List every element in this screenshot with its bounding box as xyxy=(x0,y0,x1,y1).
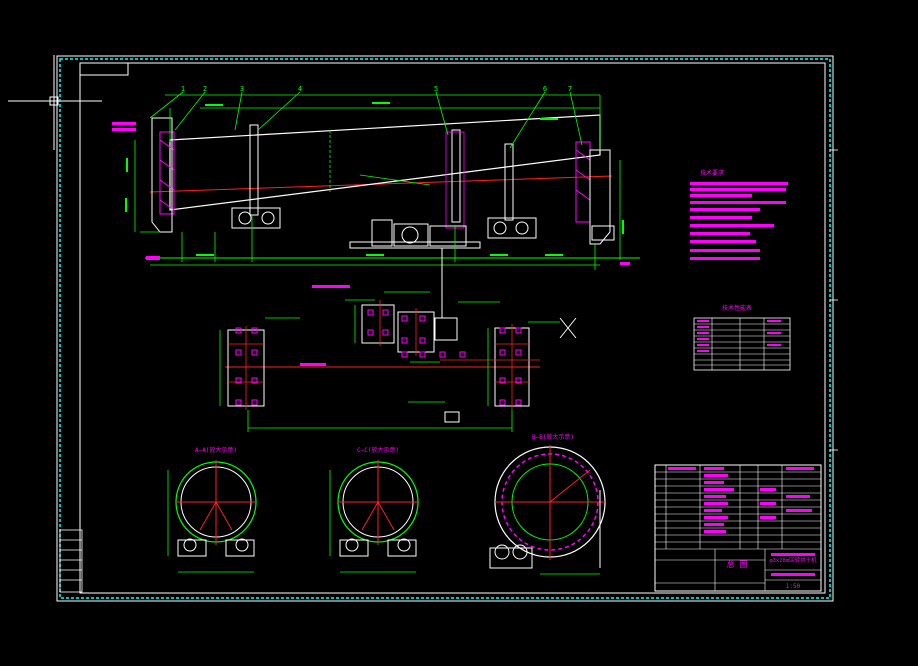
frame-zone-ticks xyxy=(830,149,838,451)
balloon-5: 5 xyxy=(434,85,438,93)
section-title-c: C—C(放大示意) xyxy=(357,446,399,454)
section-view-a xyxy=(167,460,257,573)
balloon-2: 2 xyxy=(203,85,207,93)
balloon-1: 1 xyxy=(181,85,185,93)
section-view-b-girth-gear xyxy=(489,445,606,575)
title-scale: 1:50 xyxy=(786,583,801,590)
foundation-plan xyxy=(219,248,577,432)
parameter-table: 技术性能表 xyxy=(693,304,791,371)
section-title-a: A—A(放大示意) xyxy=(195,446,237,454)
title-part-name: 总 图 xyxy=(727,559,748,569)
cursor-crosshair xyxy=(8,55,102,150)
balloon-7: 7 xyxy=(568,85,572,93)
technical-requirements: 技术要求 xyxy=(690,169,788,260)
elevation-view: 1 2 3 4 5 6 7 xyxy=(112,85,640,270)
tech-requirements-title: 技术要求 xyxy=(700,169,724,177)
side-stamp-column xyxy=(59,529,83,593)
balloon-4: 4 xyxy=(298,85,302,93)
title-product-name: φ3x28m回转烘干机 xyxy=(769,556,817,564)
balloon-3: 3 xyxy=(240,85,244,93)
section-title-b: B—B(放大示意) xyxy=(532,433,574,441)
title-block: 总 图 φ3x28m回转烘干机 1:50 xyxy=(654,464,822,592)
drawing-frame xyxy=(56,55,834,602)
section-view-c xyxy=(329,460,419,573)
balloon-6: 6 xyxy=(543,85,547,93)
param-table-title: 技术性能表 xyxy=(722,304,752,312)
